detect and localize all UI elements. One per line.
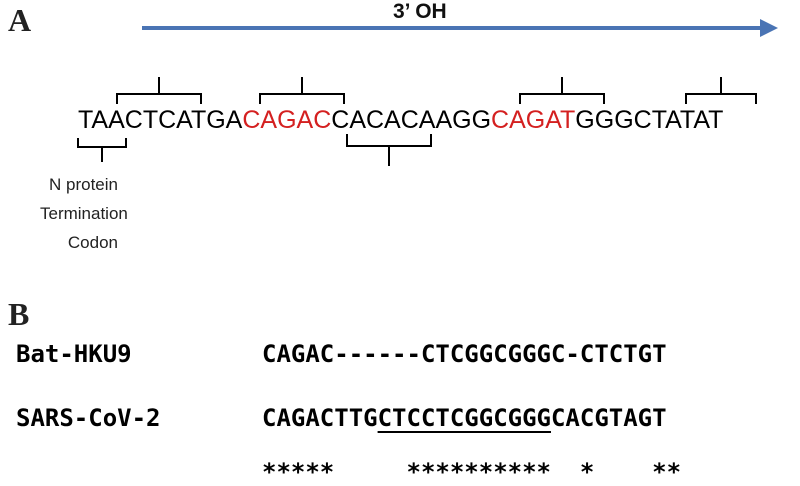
row-seq-bat-hku9: CAGAC------CTCGGCGGGC-CTCTGT: [262, 340, 667, 368]
seq-segment: CACACAAGG: [331, 106, 492, 134]
row-name-bat-hku9: Bat-HKU9: [16, 340, 132, 368]
panel-b-label: B: [8, 296, 30, 332]
seq-part: CAGAC------CTCGGCGGGC-CTCTGT: [262, 340, 667, 368]
row-name-sars-cov-2: SARS-CoV-2: [16, 404, 161, 432]
seq-segment: TAACTCATGA: [78, 106, 243, 134]
seq-segment-highlight: CAGAC: [242, 106, 332, 134]
bracket-bottom-1: [346, 134, 432, 166]
seq-part: CACGTAGT: [550, 404, 667, 432]
seq-segment-highlight: CAGAT: [491, 106, 576, 134]
row-seq-sars-cov-2: CAGACTTGCTCCTCGGCGGGCACGTAGT: [262, 404, 667, 432]
seq-part-underlined: CTCCTCGGCGGG: [377, 404, 551, 432]
note-line: N protein: [49, 175, 118, 194]
bracket-top-2: [259, 77, 345, 104]
termination-codon-note: N protein Termination Codon: [40, 170, 128, 257]
bracket-top-1: [116, 77, 202, 104]
seq-part: CAGACTTG: [262, 404, 378, 432]
note-line: Termination: [40, 204, 128, 223]
bracket-bottom-codon: [77, 138, 127, 162]
panel-a-label: A: [8, 2, 32, 38]
bracket-top-3: [519, 77, 605, 104]
arrow-label: 3’ OH: [393, 0, 447, 23]
note-line: Codon: [67, 233, 118, 252]
seq-segment: GGGCTATAT: [575, 106, 724, 134]
direction-arrow-head: [760, 19, 778, 37]
conservation-line: ***** ********** * **: [262, 458, 682, 486]
panel-a-sequence: TAACTCATGACAGACCACACAAGGCAGATGGGCTATAT: [78, 106, 723, 135]
bracket-top-4: [685, 77, 757, 104]
